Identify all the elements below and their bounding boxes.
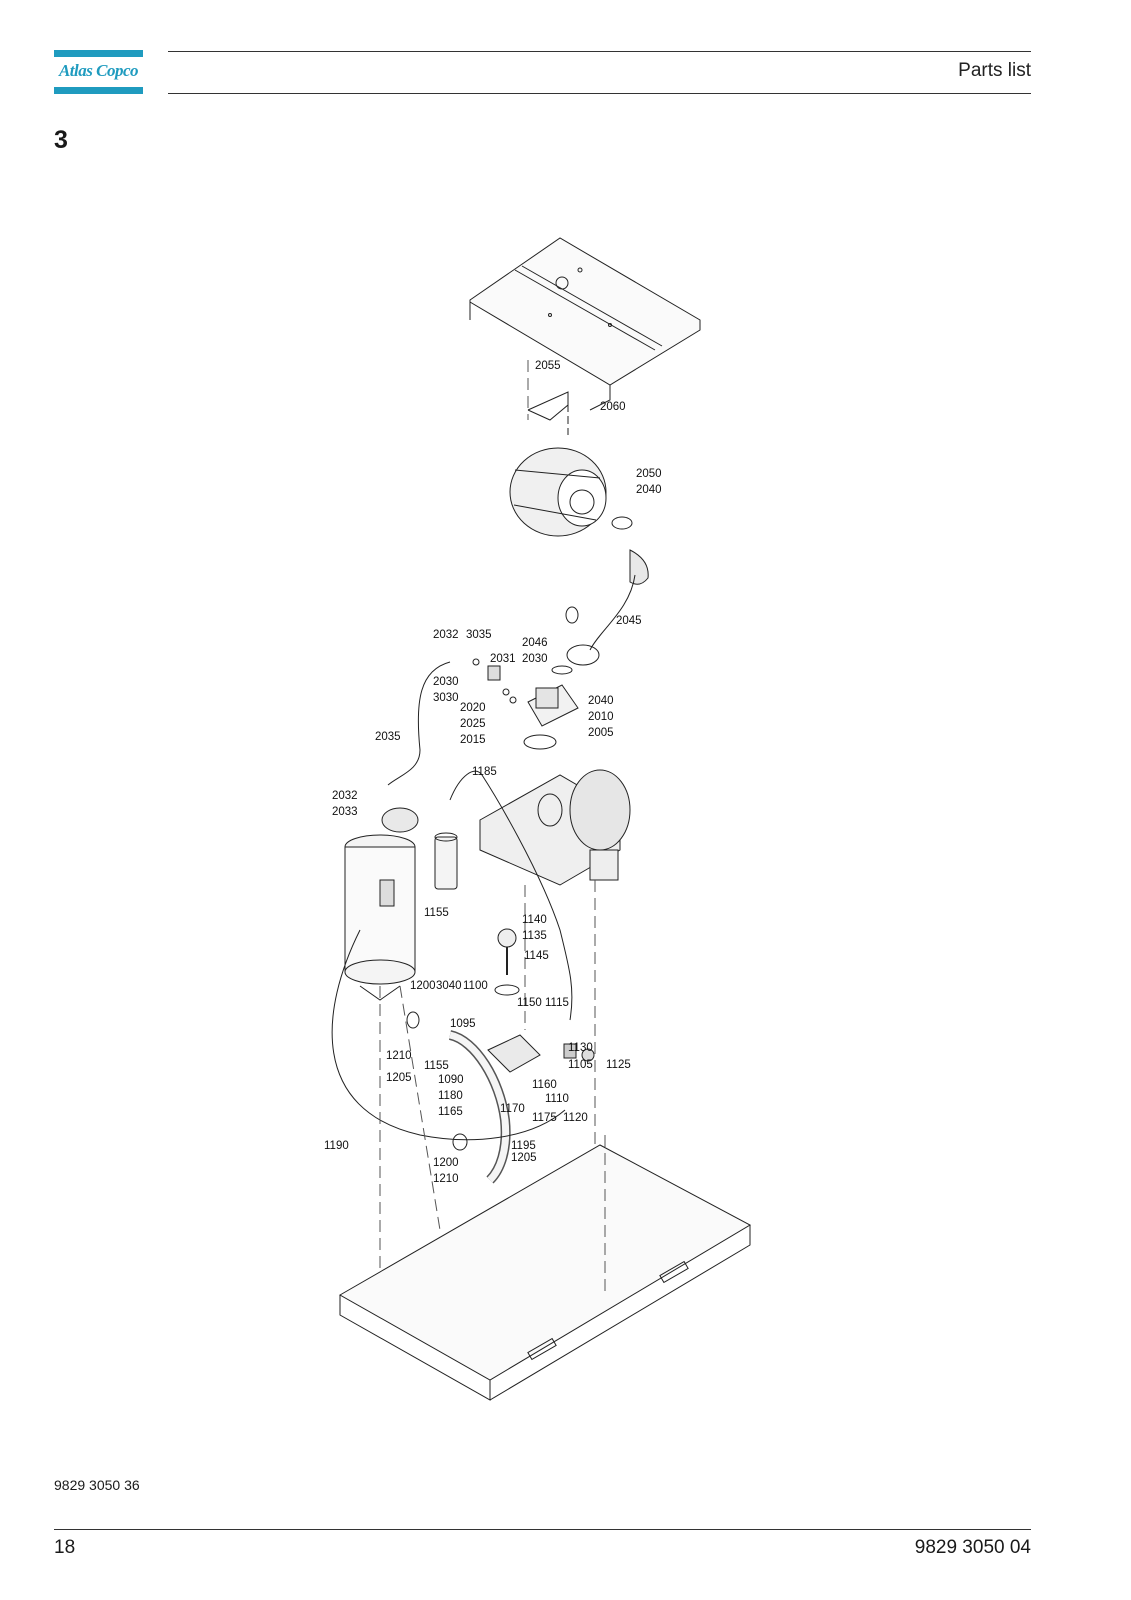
thermostatic-valve-drawing	[331, 928, 595, 1184]
callout-3030: 3030	[433, 692, 459, 704]
callout-1205-upper: 1205	[386, 1072, 412, 1084]
logo-bar-bottom	[54, 87, 143, 94]
exploded-view-svg: 2055 2060 2050 2040 2045 2032 3035 2046 …	[324, 237, 752, 1401]
callout-2035: 2035	[375, 731, 401, 743]
section-number: 3	[54, 126, 68, 154]
document-number: 9829 3050 04	[914, 1537, 1031, 1558]
intake-hose-drawing	[551, 606, 600, 675]
callout-2030-left: 2030	[433, 676, 459, 688]
callout-1115: 1115	[545, 997, 569, 1009]
callout-1105: 1105	[568, 1059, 593, 1071]
callout-2020: 2020	[460, 702, 486, 714]
callout-2040-mid: 2040	[588, 695, 614, 707]
callout-2046: 2046	[522, 637, 548, 649]
logo-bar-top	[54, 50, 143, 57]
callout-2025: 2025	[460, 718, 486, 730]
callout-1180: 1180	[438, 1090, 463, 1102]
callout-1175: 1175	[532, 1112, 557, 1124]
exploded-view-drawing: 2055 2060 2050 2040 2045 2032 3035 2046 …	[300, 230, 800, 1440]
callout-1200-lower: 1200	[433, 1157, 459, 1169]
callout-1135: 1135	[522, 930, 547, 942]
atlas-copco-logo: Atlas Copco	[54, 50, 143, 94]
compressor-element-drawing	[479, 769, 631, 886]
callout-1155-lower: 1155	[424, 1060, 449, 1072]
callout-1160: 1160	[532, 1079, 557, 1091]
callout-1100: 1100	[463, 980, 488, 992]
callout-1185: 1185	[472, 766, 497, 778]
callout-1095: 1095	[450, 1018, 476, 1030]
callout-labels: 2055 2060 2050 2040 2045 2032 3035 2046 …	[324, 360, 662, 1185]
callout-2032-lower: 2032	[332, 790, 358, 802]
logo-wordmark: Atlas Copco	[58, 61, 139, 80]
callout-2050: 2050	[636, 468, 662, 480]
callout-2031: 2031	[490, 653, 516, 665]
header-rule-bottom	[168, 93, 1031, 94]
callout-1210-upper: 1210	[386, 1050, 412, 1062]
base-frame-drawing	[338, 1144, 752, 1401]
callout-1130: 1130	[568, 1042, 593, 1054]
callout-2055: 2055	[535, 360, 561, 372]
callout-2015: 2015	[460, 734, 486, 746]
callout-1150: 1150	[517, 997, 542, 1009]
canopy-frame-drawing	[469, 237, 701, 411]
callout-1205-lower: 1205	[511, 1152, 537, 1164]
callout-2005: 2005	[588, 727, 614, 739]
callout-1165: 1165	[438, 1106, 463, 1118]
callout-3035: 3035	[466, 629, 492, 641]
unloader-valve-drawing	[523, 684, 579, 750]
callout-1170: 1170	[500, 1103, 525, 1115]
alignment-lines	[379, 360, 606, 1295]
callout-2040-top: 2040	[636, 484, 662, 496]
header-rule-top	[168, 51, 1031, 52]
callout-1155-upper: 1155	[424, 907, 449, 919]
callout-2033: 2033	[332, 806, 358, 818]
callout-1200-upper: 1200	[410, 980, 436, 992]
callout-2060: 2060	[600, 401, 626, 413]
bracket-drawing	[527, 391, 569, 435]
elbow-drawing	[589, 516, 649, 651]
footer-rule	[54, 1529, 1031, 1530]
figure-reference: 9829 3050 36	[54, 1477, 140, 1493]
air-filter-drawing	[509, 447, 607, 537]
callout-3040: 3040	[436, 980, 462, 992]
callout-1125: 1125	[606, 1059, 631, 1071]
callout-1210-lower: 1210	[433, 1173, 459, 1185]
callout-1140: 1140	[522, 914, 547, 926]
callout-1190: 1190	[324, 1140, 349, 1152]
callout-1090: 1090	[438, 1074, 464, 1086]
page-title: Parts list	[958, 60, 1031, 81]
callout-2032-upper: 2032	[433, 629, 459, 641]
callout-2010: 2010	[588, 711, 614, 723]
oil-separator-vessel-drawing	[344, 807, 419, 1001]
callout-1145: 1145	[524, 950, 549, 962]
oil-filter-drawing	[434, 770, 573, 1021]
callout-2045: 2045	[616, 615, 642, 627]
callout-1195: 1195	[511, 1140, 536, 1152]
fittings-drawing	[387, 658, 517, 786]
page-number: 18	[54, 1537, 76, 1558]
callout-1120: 1120	[563, 1112, 588, 1124]
callout-1110: 1110	[545, 1093, 569, 1105]
callout-2030-right: 2030	[522, 653, 548, 665]
